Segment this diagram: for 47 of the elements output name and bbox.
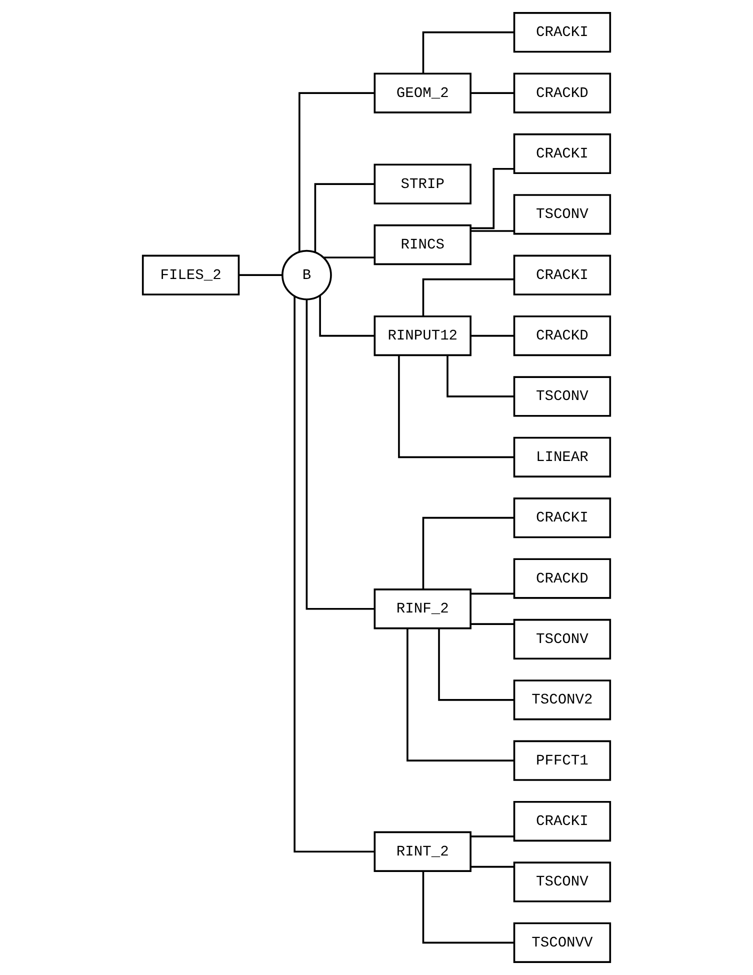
connector [422, 31, 514, 74]
node-box: RINPUT12 [374, 315, 472, 356]
node-box: FILES_2 [142, 254, 240, 296]
node-circle: B [282, 250, 332, 300]
connector [298, 92, 375, 252]
connector [422, 278, 514, 316]
node-box: CRACKD [513, 72, 612, 114]
connector [470, 836, 514, 838]
node-box: CRACKD [513, 558, 612, 599]
connector [470, 592, 514, 595]
connector [422, 516, 514, 590]
node-box: TSCONV [513, 862, 612, 902]
connector [319, 296, 374, 337]
connector [238, 274, 282, 276]
node-box: CRACKI [513, 254, 612, 296]
node-box: PFFCT1 [513, 740, 612, 781]
connector [406, 628, 514, 762]
node-box: TSCONV [513, 618, 612, 660]
connector [470, 230, 514, 232]
connector [470, 866, 514, 868]
node-box: CRACKI [513, 12, 612, 53]
node-box: TSCONV2 [513, 680, 612, 720]
connector [422, 871, 514, 944]
connector [324, 256, 374, 258]
node-box: STRIP [374, 164, 472, 204]
connector [470, 168, 514, 230]
node-box: CRACKI [513, 800, 612, 842]
connector [314, 183, 375, 252]
connector [446, 355, 514, 398]
connector [470, 623, 514, 625]
node-box: RINF_2 [374, 588, 472, 630]
node-box: GEOM_2 [374, 72, 472, 114]
node-box: LINEAR [513, 436, 612, 478]
node-box: CRACKD [513, 315, 612, 356]
node-box: RINCS [374, 224, 472, 266]
connector [470, 92, 514, 94]
connector [438, 628, 514, 701]
node-box: RINT_2 [374, 831, 472, 872]
connector [398, 355, 514, 458]
node-box: TSCONV [513, 376, 612, 417]
connector [470, 334, 514, 337]
node-box: TSCONVV [513, 922, 612, 963]
node-box: CRACKI [513, 498, 612, 538]
node-box: TSCONV [513, 194, 612, 235]
connector [294, 296, 375, 853]
node-box: CRACKI [513, 133, 612, 174]
connector [306, 300, 374, 610]
